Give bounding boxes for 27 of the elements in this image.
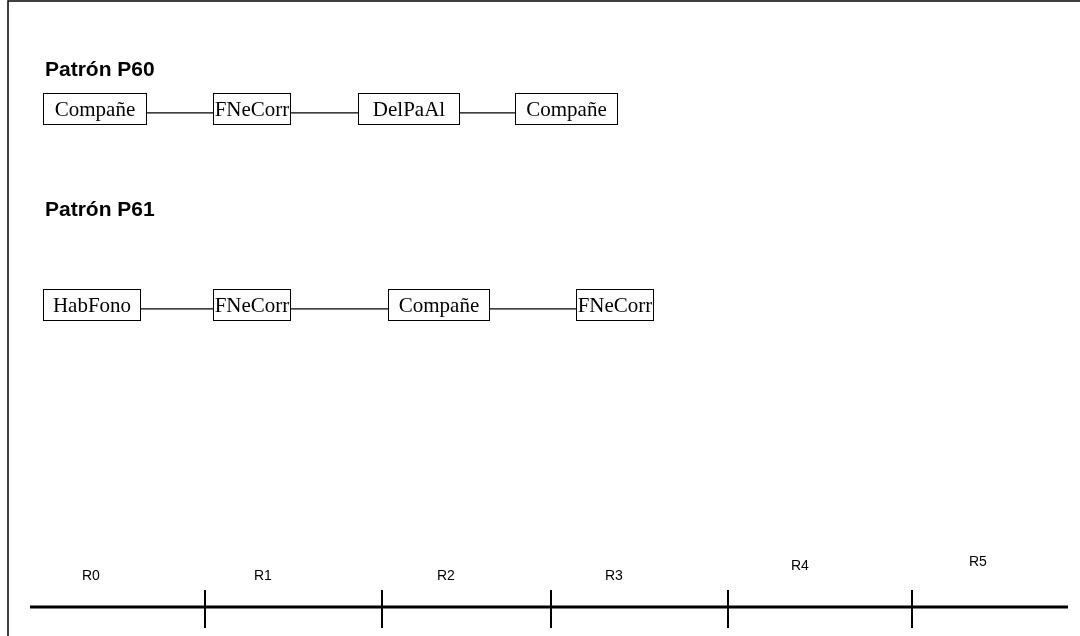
box-label: FNeCorr [577, 292, 653, 318]
process-box [515, 93, 618, 125]
box-label: Compañe [398, 292, 480, 318]
connector-line [290, 112, 359, 114]
region-label: R1 [254, 568, 272, 582]
box-label: Compañe [526, 96, 607, 122]
region-label: R5 [969, 554, 987, 568]
box-label: FNeCorr [214, 96, 290, 122]
region-label: R4 [791, 558, 809, 572]
region-label: R2 [437, 568, 455, 582]
connector-line [146, 112, 214, 114]
box-label: DelPaAl [372, 96, 446, 122]
region-label: R0 [82, 568, 100, 582]
box-label: HabFono [52, 292, 132, 318]
connector-line [290, 308, 389, 310]
box-label: Compañe [54, 96, 136, 122]
region-label: R3 [605, 568, 623, 582]
connector-line [489, 308, 577, 310]
connector-line [140, 308, 214, 310]
pattern-heading: Patrón P61 [45, 198, 155, 219]
pattern-heading: Patrón P60 [45, 58, 155, 79]
process-box [43, 289, 141, 321]
process-box [388, 289, 490, 321]
process-box [358, 93, 460, 125]
process-box [43, 93, 147, 125]
box-label: FNeCorr [214, 292, 290, 318]
connector-line [459, 112, 516, 114]
